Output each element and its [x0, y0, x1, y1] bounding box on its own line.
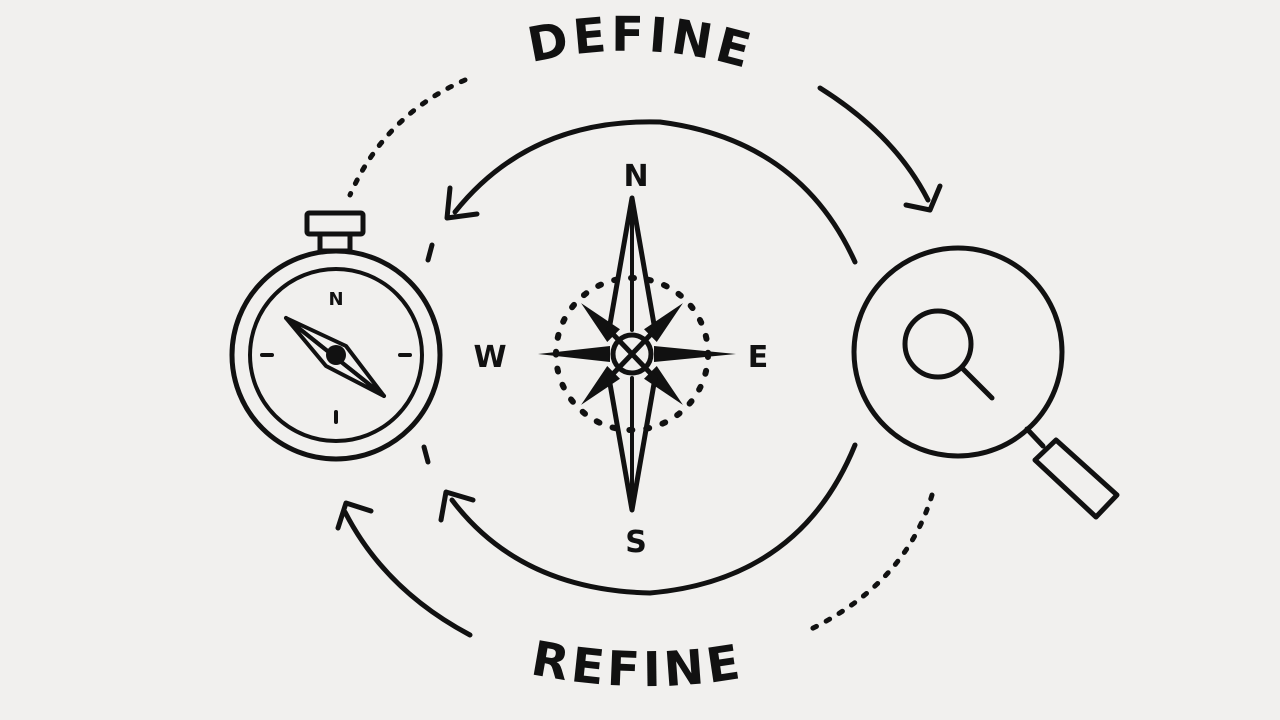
outer-arrow-bottom-left-head	[335, 500, 374, 531]
inner-dash-lower	[421, 444, 431, 465]
magnifier-icon	[851, 245, 1120, 520]
rose-north-label: N	[623, 159, 648, 194]
inner-dash-upper	[425, 242, 435, 263]
rose-west-label: W	[473, 340, 506, 375]
rose-south-label: S	[625, 525, 647, 560]
define-label: DEFINE	[523, 7, 760, 81]
pocket-compass-icon: N	[229, 210, 443, 462]
pocket-compass-north-label: N	[328, 289, 343, 310]
refine-label: REFINE	[527, 631, 747, 699]
inner-arc-top	[452, 119, 858, 265]
compass-rose-icon: N S E W	[473, 159, 768, 560]
outer-dotted-arc-bottom-right	[802, 492, 935, 635]
outer-arrow-top-right-head	[903, 183, 943, 213]
inner-arc-bottom	[449, 442, 858, 596]
outer-arrow-bottom-left	[342, 509, 473, 638]
inner-arc-bottom-head	[438, 489, 476, 523]
outer-arrow-top-right	[817, 85, 931, 203]
rose-east-label: E	[748, 340, 769, 375]
outer-dotted-arc-top-left	[347, 77, 468, 198]
inner-arc-top-head	[444, 185, 480, 221]
